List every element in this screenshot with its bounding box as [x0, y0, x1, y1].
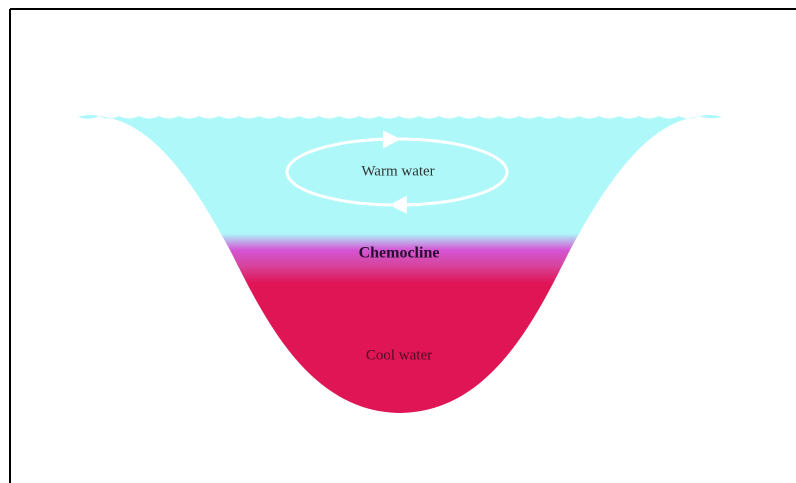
lake-basin	[78, 115, 722, 413]
warm-water-label: Warm water	[361, 163, 434, 179]
circulation-loop-icon	[285, 130, 509, 214]
chemocline-label: Chemocline	[359, 245, 440, 262]
cool-water-label: Cool water	[366, 347, 432, 363]
